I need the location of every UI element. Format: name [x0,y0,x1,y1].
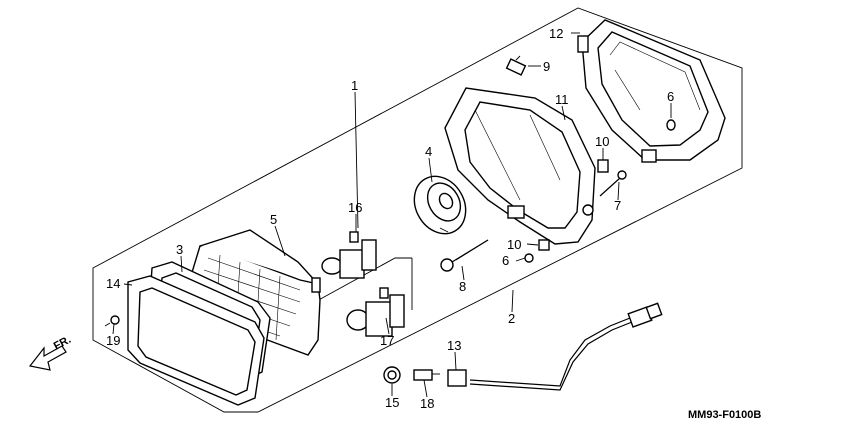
nut-10-upper [597,159,609,173]
bulb-bracket [314,257,413,310]
rear-housing-frame [577,19,726,163]
callout-12: 12 [549,26,563,41]
callout-18: 18 [420,396,434,411]
bulb-18 [413,369,440,381]
callout-13: 13 [447,338,461,353]
callout-7: 7 [614,198,621,213]
callout-17: 17 [380,333,394,348]
screw-9 [505,55,527,76]
front-arrow: FR. [28,334,73,371]
diagram-code: MM93-F0100B [688,409,761,421]
bulb-17 [346,287,405,337]
assembly-outline [92,7,743,413]
nut-10-lower [538,239,550,251]
callout-14: 14 [106,276,120,291]
socket-13 [447,369,467,387]
callout-2: 2 [508,311,515,326]
callout-4: 4 [425,144,432,159]
adjusting-bolt [440,239,489,272]
callout-5: 5 [270,212,277,227]
callout-19: 19 [106,333,120,348]
leader-lines [112,32,672,398]
bulb-16 [321,231,377,279]
headlight-case [444,87,596,245]
callout-9: 9 [543,59,550,74]
seal-frame [127,275,265,406]
adjuster-socket [413,175,467,235]
callout-15: 15 [385,395,399,410]
callout-1: 1 [351,78,358,93]
callout-3: 3 [176,242,183,257]
callout-11: 11 [555,92,569,107]
screw-19 [104,315,120,327]
front-arrow-label: FR. [52,334,73,353]
grommet-6-upper [666,119,676,131]
callout-16: 16 [348,200,362,215]
callout-6-lower: 6 [502,253,509,268]
callout-6-upper: 6 [667,89,674,104]
wire-harness [469,302,663,391]
callout-10-lower: 10 [507,237,521,252]
adjusting-screw-7 [599,170,627,197]
callout-labels: 1 2 3 4 5 6 6 7 8 9 10 10 11 12 13 14 15… [106,26,674,411]
grommet-15 [383,366,401,384]
grommet-6-lower [524,253,534,263]
callout-8: 8 [459,279,466,294]
callout-10-upper: 10 [595,134,609,149]
